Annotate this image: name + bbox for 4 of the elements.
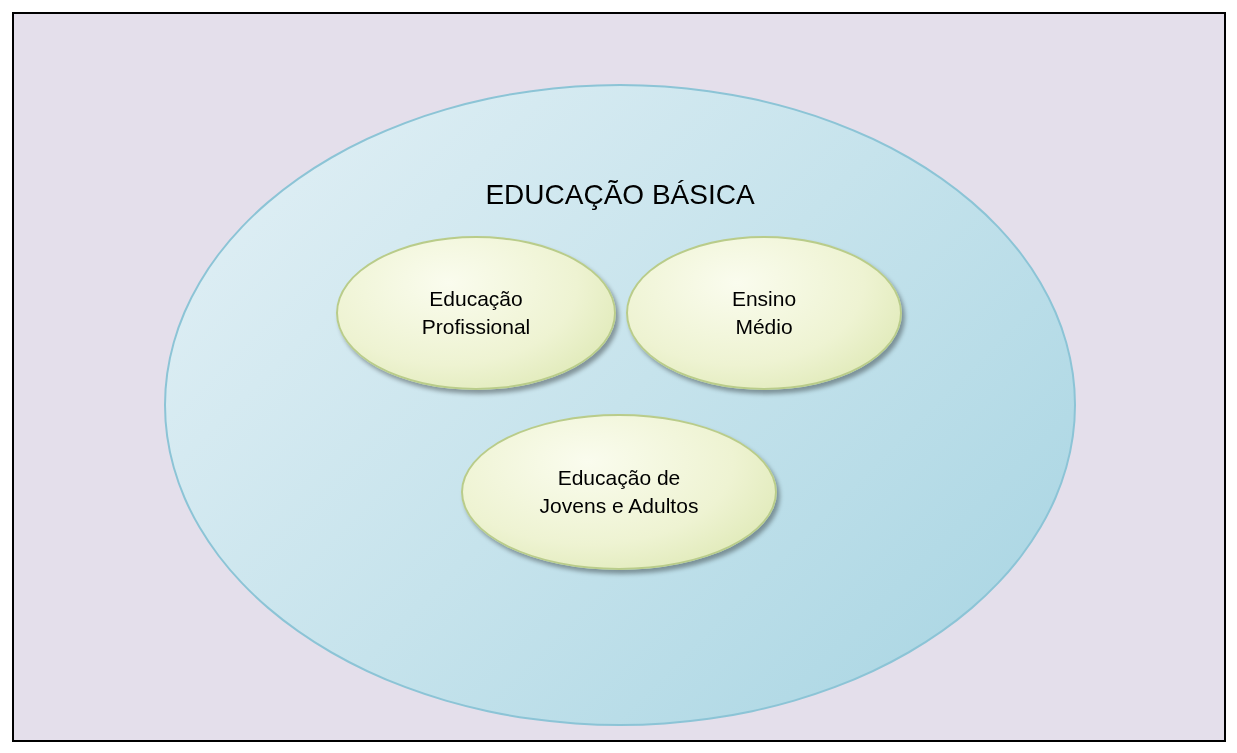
diagram-heading: EDUCAÇÃO BÁSICA <box>485 178 755 212</box>
ellipse-label: Educação Profissional <box>420 286 532 340</box>
ellipse-label: Educação de Jovens e Adultos <box>538 465 700 519</box>
ellipse-label: Ensino Médio <box>730 286 798 340</box>
